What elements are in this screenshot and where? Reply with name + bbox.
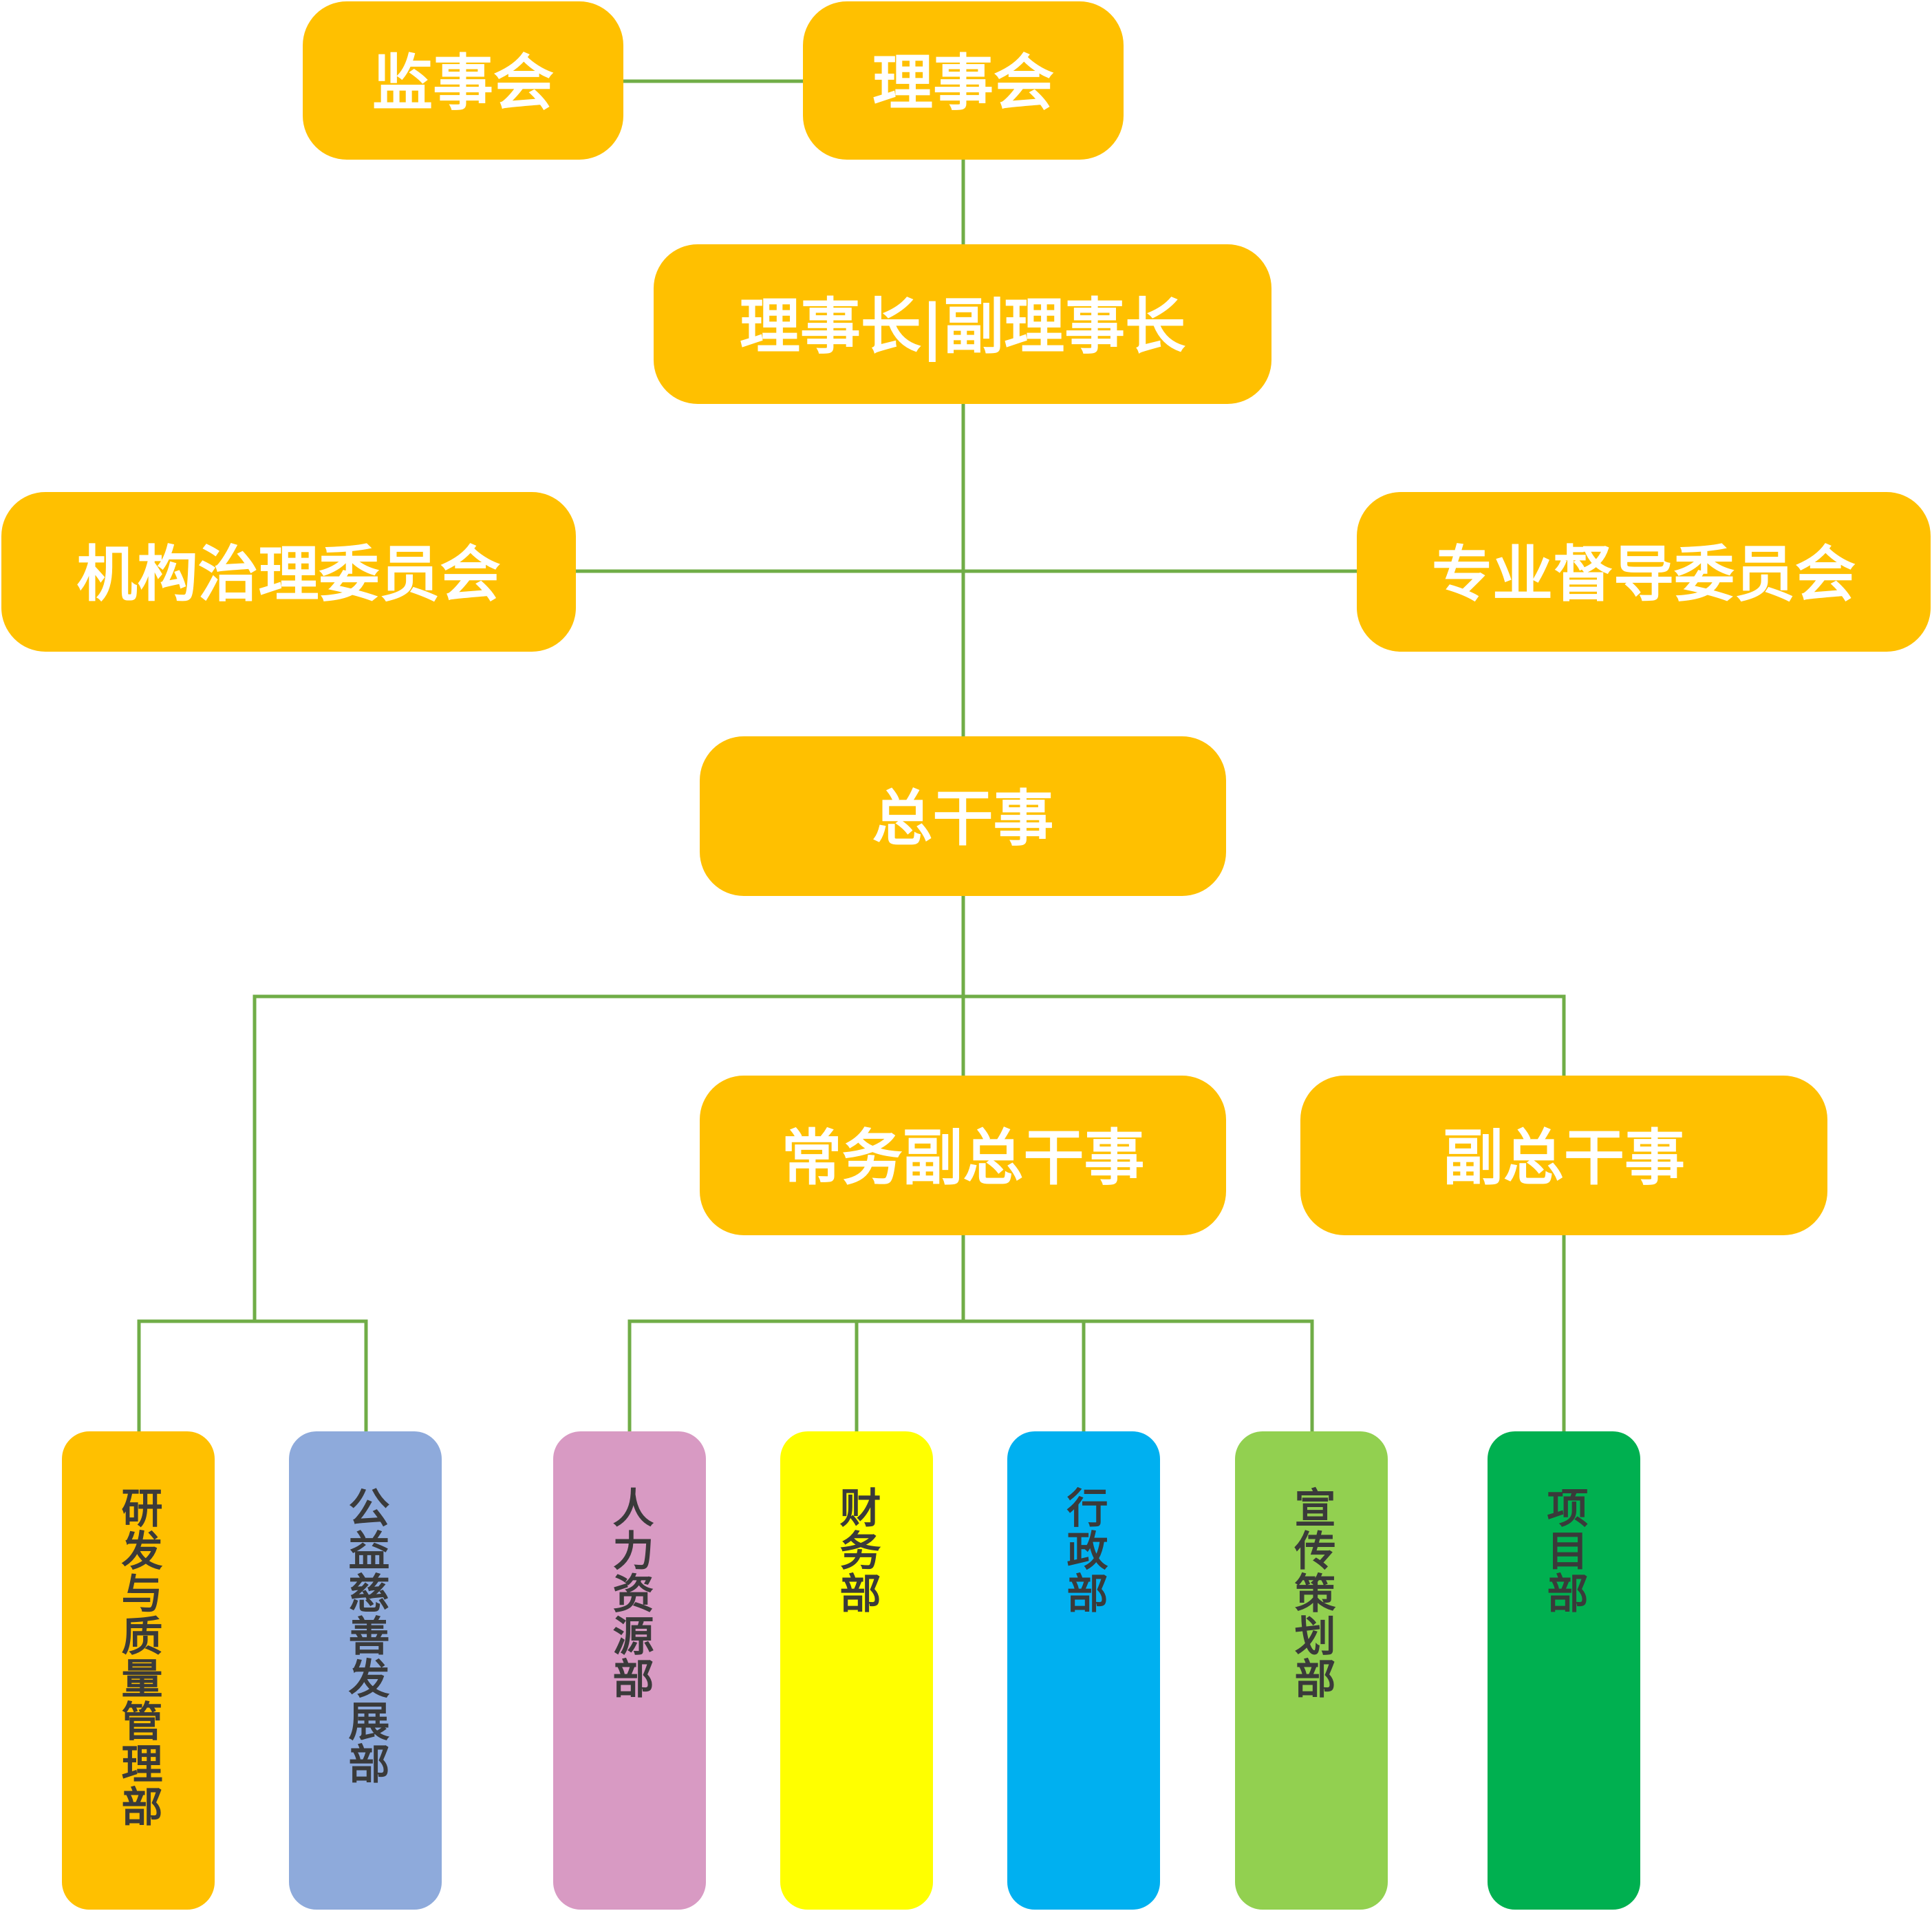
dept-publicity-planning: 宣传策划部 <box>1235 1431 1388 1910</box>
deputy-node: 副总干事 <box>1300 1076 1827 1235</box>
chairman-node: 理事长|副理事长 <box>654 244 1271 404</box>
dept-label: 行政部 <box>1060 1486 1108 1614</box>
dept-finance: 财务部 <box>780 1431 933 1910</box>
deputy-label: 副总干事 <box>1442 1122 1685 1193</box>
secretary-general-node: 总干事 <box>700 736 1226 896</box>
dept-rd-quality: 研发与质量管理部 <box>62 1431 215 1910</box>
council-label: 理事会 <box>872 47 1054 118</box>
dept-label: 财务部 <box>833 1486 881 1614</box>
dept-human-resources: 人力资源部 <box>553 1431 706 1910</box>
executive-deputy-label: 常务副总干事 <box>781 1122 1145 1193</box>
dept-label: 研发与质量管理部 <box>114 1486 162 1828</box>
dept-projects: 项目部 <box>1488 1431 1640 1910</box>
governance-committee-node: 机构治理委员会 <box>1 492 576 652</box>
dept-label: 公益慈善发展部 <box>341 1486 389 1785</box>
chairman-label: 理事长|副理事长 <box>739 290 1186 362</box>
supervisory-board-node: 监事会 <box>303 1 623 160</box>
dept-administration: 行政部 <box>1007 1431 1160 1910</box>
supervisory-board-label: 监事会 <box>372 47 554 118</box>
professional-committee-label: 专业督导委员会 <box>1431 538 1856 610</box>
professional-committee-node: 专业督导委员会 <box>1357 492 1931 652</box>
dept-label: 项目部 <box>1540 1486 1588 1614</box>
secretary-general-label: 总干事 <box>872 782 1054 854</box>
executive-deputy-node: 常务副总干事 <box>700 1076 1226 1235</box>
council-node: 理事会 <box>803 1 1124 160</box>
dept-charity-development: 公益慈善发展部 <box>289 1431 442 1910</box>
dept-label: 宣传策划部 <box>1287 1486 1335 1700</box>
governance-committee-label: 机构治理委员会 <box>76 538 501 610</box>
dept-label: 人力资源部 <box>605 1486 654 1700</box>
